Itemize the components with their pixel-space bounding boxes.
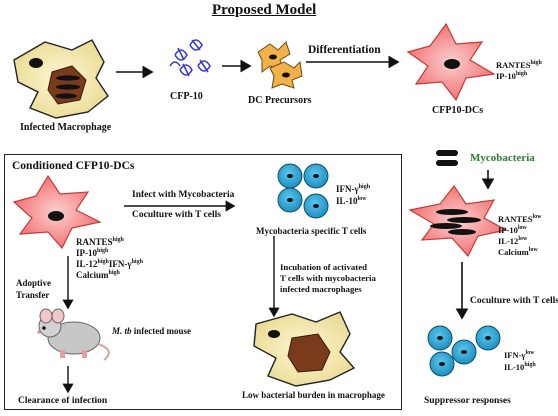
- low-burden-label: Low bacterial burden in macrophage: [242, 390, 385, 400]
- right-dc-marker-calcium: Calciumlow: [498, 247, 538, 257]
- dc-precursors-icon: [257, 41, 303, 89]
- top-dc-rantes: RANTEShigh: [496, 60, 542, 70]
- box-dc-marker-rantes: RANTEShigh: [76, 237, 124, 247]
- specific-tcell-ifng: IFN-γhigh: [336, 184, 371, 194]
- cfp10-antigen-icon: [169, 39, 211, 77]
- right-dc-marker-rantes: RANTESlow: [498, 214, 542, 224]
- differentiation-label: Differentiation: [308, 44, 381, 56]
- infected-dc-cell: [408, 184, 508, 258]
- incubation-line-3: infected macrophages: [280, 284, 362, 294]
- conditioned-dc-cell: [12, 174, 102, 250]
- suppressor-tcells: [427, 325, 501, 377]
- mouse-icon: [37, 308, 110, 361]
- right-dc-marker-ip10: IP-10low: [498, 225, 527, 235]
- infect-label: Infect with Mycobacteria: [132, 190, 235, 200]
- infected-macrophage-cell: [13, 39, 109, 119]
- cfp10-dcs-label: CFP10-DCs: [432, 105, 484, 116]
- adoptive-line-2: Transfer: [16, 290, 50, 300]
- right-dc-marker-il12: IL-12low: [498, 236, 528, 246]
- right-coculture-label: Coculture with T cells: [470, 296, 558, 306]
- specific-tcell-il10: IL-10low: [336, 196, 367, 206]
- suppressor-il10: IL-10high: [504, 362, 536, 372]
- suppressor-ifng: IFN-γlow: [504, 350, 535, 360]
- infected-macrophage-label: Infected Macrophage: [20, 122, 112, 133]
- incubation-line-2: T cells with mycobacteria: [280, 273, 376, 283]
- dc-precursors-label: DC Precursors: [248, 95, 312, 106]
- page-title: Proposed Model: [212, 2, 317, 18]
- mouse-label: M. tb infected mouse: [112, 326, 192, 336]
- clearance-label: Clearance of infection: [18, 396, 108, 406]
- mycobacteria-icon: [436, 150, 458, 166]
- mycobacteria-label: Mycobacteria: [470, 152, 535, 164]
- cfp10-label: CFP-10: [170, 91, 203, 102]
- box-dc-marker-il12-ifng: IL-12highIFN-γhigh: [76, 259, 143, 269]
- specific-tcells-label: Mycobacteria specific T cells: [256, 226, 367, 236]
- conditioned-dcs-title: Conditioned CFP10-DCs: [12, 160, 135, 172]
- incubation-line-1: Incubation of activated: [280, 262, 367, 272]
- box-dc-marker-ip10: IP-10high: [76, 248, 109, 258]
- box-dc-marker-calcium: Calciumhigh: [76, 270, 120, 280]
- cfp10-dc-cell: [406, 22, 496, 102]
- specific-tcells: [277, 163, 329, 219]
- suppressor-label: Suppressor responses: [424, 396, 511, 406]
- adoptive-line-1: Adoptive: [16, 278, 52, 288]
- top-dc-ip10: IP-10high: [496, 71, 528, 81]
- coculture-label: Coculture with T cells: [132, 210, 221, 220]
- low-burden-macrophage: [253, 311, 356, 387]
- conditioned-dc-box: [4, 154, 402, 410]
